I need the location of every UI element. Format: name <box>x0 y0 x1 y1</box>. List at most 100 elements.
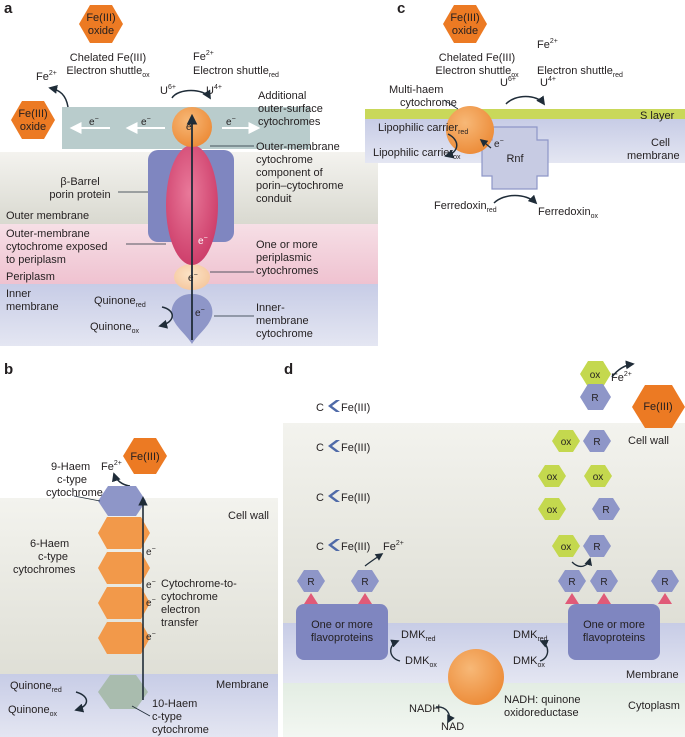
multi-haem-label: cytochrome <box>400 97 457 109</box>
electron-label: e− <box>146 597 156 609</box>
panel-b-letter: b <box>4 361 13 378</box>
cell-membrane-label: Cell <box>651 137 670 149</box>
r-hexagon <box>651 570 679 592</box>
flavo-label: One or more <box>311 619 373 631</box>
flavo-label: flavoproteins <box>311 632 374 644</box>
fe3-oxide-label: oxide <box>88 25 114 37</box>
fe3-small-label: Fe(III) <box>341 492 370 504</box>
heme9-label: 9-Haem <box>51 461 90 473</box>
additional-cyt-label: cytochromes <box>258 116 321 128</box>
panel-d: d Fe2+ ox R Fe(III) C Fe(III) C Fe(III) … <box>283 360 685 737</box>
r-label: R <box>661 577 668 588</box>
heme6-label: 6-Haem <box>30 538 69 550</box>
r-label: R <box>591 393 598 404</box>
transfer-label: electron <box>161 604 200 616</box>
cell-wall-band <box>283 423 685 623</box>
anchor-triangle <box>304 593 318 604</box>
nadh-arrow <box>435 706 455 724</box>
uranium-reduction-arrow <box>505 95 546 106</box>
fe3-small-label: Fe(III) <box>341 402 370 414</box>
r-hexagon <box>580 384 611 410</box>
periplasmic-label: cytochromes <box>256 265 319 277</box>
om-component-label: conduit <box>256 193 291 205</box>
r-hexagon <box>297 570 325 592</box>
ox-hexagon <box>552 430 580 452</box>
u4-label: U4+ <box>540 76 556 89</box>
fe3-oxide-label: Fe(III) <box>450 12 479 24</box>
om-component-label: cytochrome <box>256 154 313 166</box>
membrane-label: Membrane <box>626 669 679 681</box>
ox-label: ox <box>590 370 601 381</box>
membrane-label: Membrane <box>216 679 269 691</box>
electron-label: e− <box>188 272 198 284</box>
nadh-oxidoreductase-label: oxidoreductase <box>504 707 579 719</box>
fe-reduction-arrow <box>112 472 131 487</box>
additional-cyt-label: outer-surface <box>258 103 323 115</box>
electron-label: e− <box>226 116 236 128</box>
c-label: C <box>316 541 324 553</box>
u6-label: U6+ <box>500 76 516 89</box>
additional-cyt-label: Additional <box>258 90 306 102</box>
cytoplasm-label: Cytoplasm <box>628 700 680 712</box>
lipo-red-label: Lipophilic carrierred <box>378 122 468 136</box>
panel-c-letter: c <box>397 0 405 17</box>
fe3-oxide-label: oxide <box>452 25 478 37</box>
quinone-red-label: Quinonered <box>94 295 146 309</box>
dmk-red-label: DMKred <box>513 629 548 643</box>
r-label: R <box>361 577 368 588</box>
panel-c: c Rnf e− Fe(III) oxide Chelated Fe(III) … <box>365 0 685 220</box>
periplasmic-label: One or more <box>256 239 318 251</box>
leader-line <box>131 705 151 717</box>
multi-haem-label: Multi-haem <box>389 84 443 96</box>
c-label: C <box>316 402 324 414</box>
om-exposed-label: cytochrome exposed <box>6 241 108 253</box>
electron-label: e− <box>146 579 156 591</box>
cell-wall-label: Cell wall <box>228 510 269 522</box>
dmk-ox-label: DMKox <box>513 655 545 669</box>
cell-wall-label: Cell wall <box>628 435 669 447</box>
cell-membrane-label: membrane <box>627 150 680 162</box>
fe3-oxide-hexagon <box>11 101 55 139</box>
shuttle-red-label: Electron shuttlered <box>537 65 623 79</box>
electron-label: e− <box>141 116 151 128</box>
shuttle-red-label: Electron shuttlered <box>193 65 279 79</box>
heme9-label: cytochrome <box>46 487 103 499</box>
ox-hexagon <box>538 465 566 487</box>
dmk-arrow <box>539 639 549 662</box>
r-hexagon <box>558 570 586 592</box>
fe2-label: Fe2+ <box>101 460 122 473</box>
r-label: R <box>602 505 609 516</box>
c-label: C <box>316 492 324 504</box>
r-hexagon <box>351 570 379 592</box>
om-exposed-label: Outer-membrane <box>6 228 90 240</box>
panel-a: a e− e− e− e− e− e− e− Fe(III) oxi <box>0 0 378 346</box>
u6-label: U6+ <box>160 84 176 97</box>
panel-d-letter: d <box>284 361 293 378</box>
leader-line <box>73 495 101 502</box>
porin-label: porin protein <box>49 189 110 201</box>
shuttle-ox-label: Electron shuttleox <box>66 65 150 79</box>
fe-reduction-arrow <box>48 85 69 108</box>
fe3-small-label: Fe(III) <box>341 541 370 553</box>
quinone-red-label: Quinonered <box>10 680 62 694</box>
anchor-triangle <box>658 593 672 604</box>
heme10-cytochrome <box>98 675 148 709</box>
ox-label: ox <box>561 437 572 448</box>
fe-reduction-arrow <box>611 360 635 378</box>
ox-hexagon <box>538 498 566 520</box>
quinone-ox-label: Quinoneox <box>90 321 139 335</box>
inner-membrane-label: Inner <box>6 288 31 300</box>
heme6-cytochrome <box>98 517 150 549</box>
fe-reduction-arrow <box>364 553 384 567</box>
r-hexagon <box>583 430 611 452</box>
r-label: R <box>593 437 600 448</box>
ferredoxin-arrow <box>493 194 538 205</box>
anchor-triangle <box>565 593 579 604</box>
im-cyt-label: membrane <box>256 315 309 327</box>
chevron-icon <box>328 400 340 412</box>
ferredoxin-ox-label: Ferredoxinox <box>538 206 598 220</box>
dmk-arrow <box>390 639 401 662</box>
heme6-cytochrome <box>98 552 150 584</box>
dmk-red-label: DMKred <box>401 629 436 643</box>
r-hexagon <box>583 535 611 557</box>
